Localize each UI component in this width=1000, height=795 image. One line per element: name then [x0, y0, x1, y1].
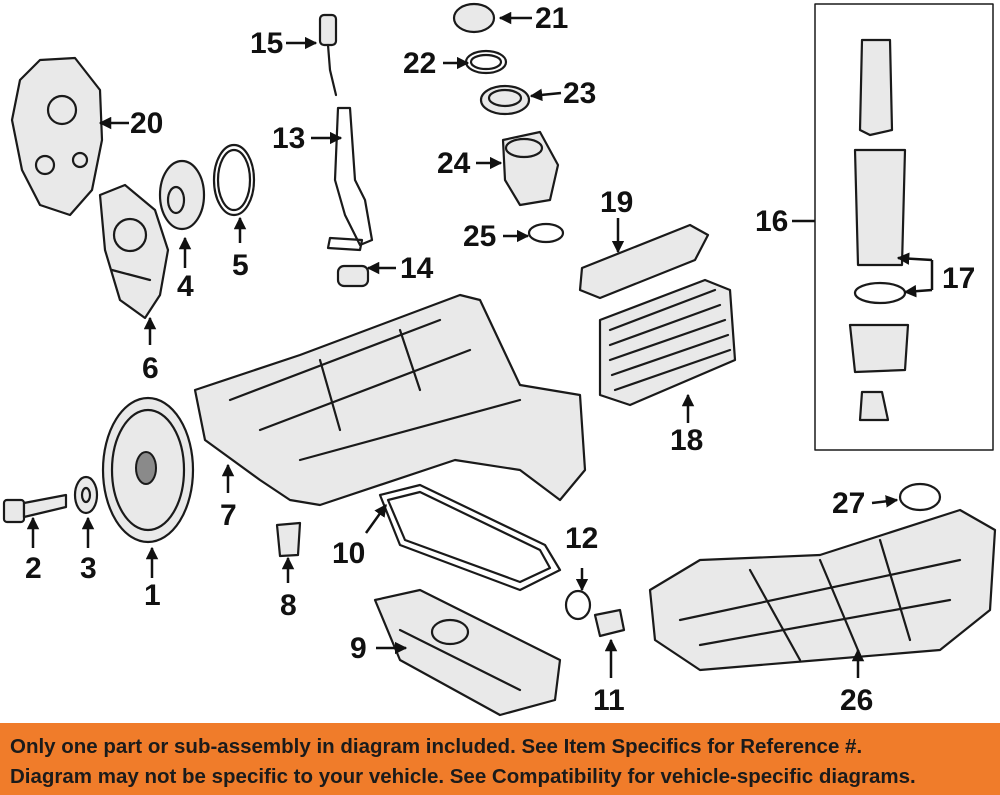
part-1-flywheel[interactable] [101, 396, 195, 544]
callout-23: 23 [563, 77, 596, 110]
part-24-filler-neck[interactable] [501, 130, 560, 207]
leader-lines [26, 11, 934, 678]
part-20-front-cover[interactable] [10, 56, 104, 217]
part-18-oil-cooler[interactable] [598, 278, 737, 407]
part-26-manifold[interactable] [648, 508, 997, 672]
part-5-seal-ring[interactable] [212, 143, 256, 217]
callout-14: 14 [400, 252, 434, 285]
callout-3: 3 [80, 552, 97, 585]
callout-7: 7 [220, 499, 237, 532]
callout-11: 11 [593, 684, 625, 717]
parts-diagram: 1 2 3 4 5 6 7 8 9 10 11 12 13 14 15 16 1… [2, 2, 997, 717]
callout-19: 19 [600, 186, 633, 219]
callout-20: 20 [130, 107, 163, 140]
part-21-filler-cap[interactable] [452, 2, 496, 34]
callout-12: 12 [565, 522, 598, 555]
callout-13: 13 [272, 122, 305, 155]
part-8-drain-plug[interactable] [275, 521, 302, 558]
part-10-pan-gasket[interactable] [378, 483, 562, 592]
callout-9: 9 [350, 632, 367, 665]
part-12-seal[interactable] [564, 589, 592, 621]
part-14-cap[interactable] [336, 264, 370, 288]
part-2-bolt[interactable] [2, 493, 68, 524]
callout-6: 6 [142, 352, 159, 385]
callout-5: 5 [232, 249, 249, 282]
part-25-gasket[interactable] [527, 222, 565, 244]
callout-10: 10 [332, 537, 365, 570]
callout-16: 16 [755, 205, 788, 238]
callout-26: 26 [840, 684, 873, 717]
callout-labels: 1 2 3 4 5 6 7 8 9 10 11 12 13 14 15 16 1… [25, 2, 975, 717]
part-3-washer[interactable] [73, 475, 99, 515]
part-4-pulley[interactable] [158, 159, 206, 231]
part-9-oil-pan-lower[interactable] [373, 588, 562, 717]
callout-4: 4 [177, 270, 194, 303]
part-11-plug[interactable] [593, 608, 626, 638]
callout-17: 17 [942, 262, 975, 295]
part-15-oil-level-sensor[interactable] [318, 13, 338, 97]
part-6-cover-plate[interactable] [98, 183, 170, 320]
part-27-ring[interactable] [898, 482, 942, 512]
part-13-dipstick-tube[interactable] [326, 106, 374, 252]
part-23-adapter[interactable] [479, 84, 531, 116]
part-19-cooler-gasket[interactable] [578, 223, 710, 300]
callout-25: 25 [463, 220, 496, 253]
disclaimer-line-1: Only one part or sub-assembly in diagram… [10, 735, 863, 758]
disclaimer-banner: Only one part or sub-assembly in diagram… [0, 723, 1000, 795]
callout-8: 8 [280, 589, 297, 622]
callout-22: 22 [403, 47, 436, 80]
callout-21: 21 [535, 2, 568, 35]
part-7-oil-pan-upper[interactable] [193, 293, 587, 507]
part-22-o-ring[interactable] [464, 49, 508, 75]
callout-27: 27 [832, 487, 865, 520]
callout-2: 2 [25, 552, 42, 585]
callout-24: 24 [437, 147, 471, 180]
callout-18: 18 [670, 424, 703, 457]
callout-1: 1 [144, 579, 161, 612]
callout-15: 15 [250, 27, 283, 60]
part-16-filter-assembly[interactable] [814, 3, 994, 451]
disclaimer-line-2: Diagram may not be specific to your vehi… [10, 765, 916, 788]
